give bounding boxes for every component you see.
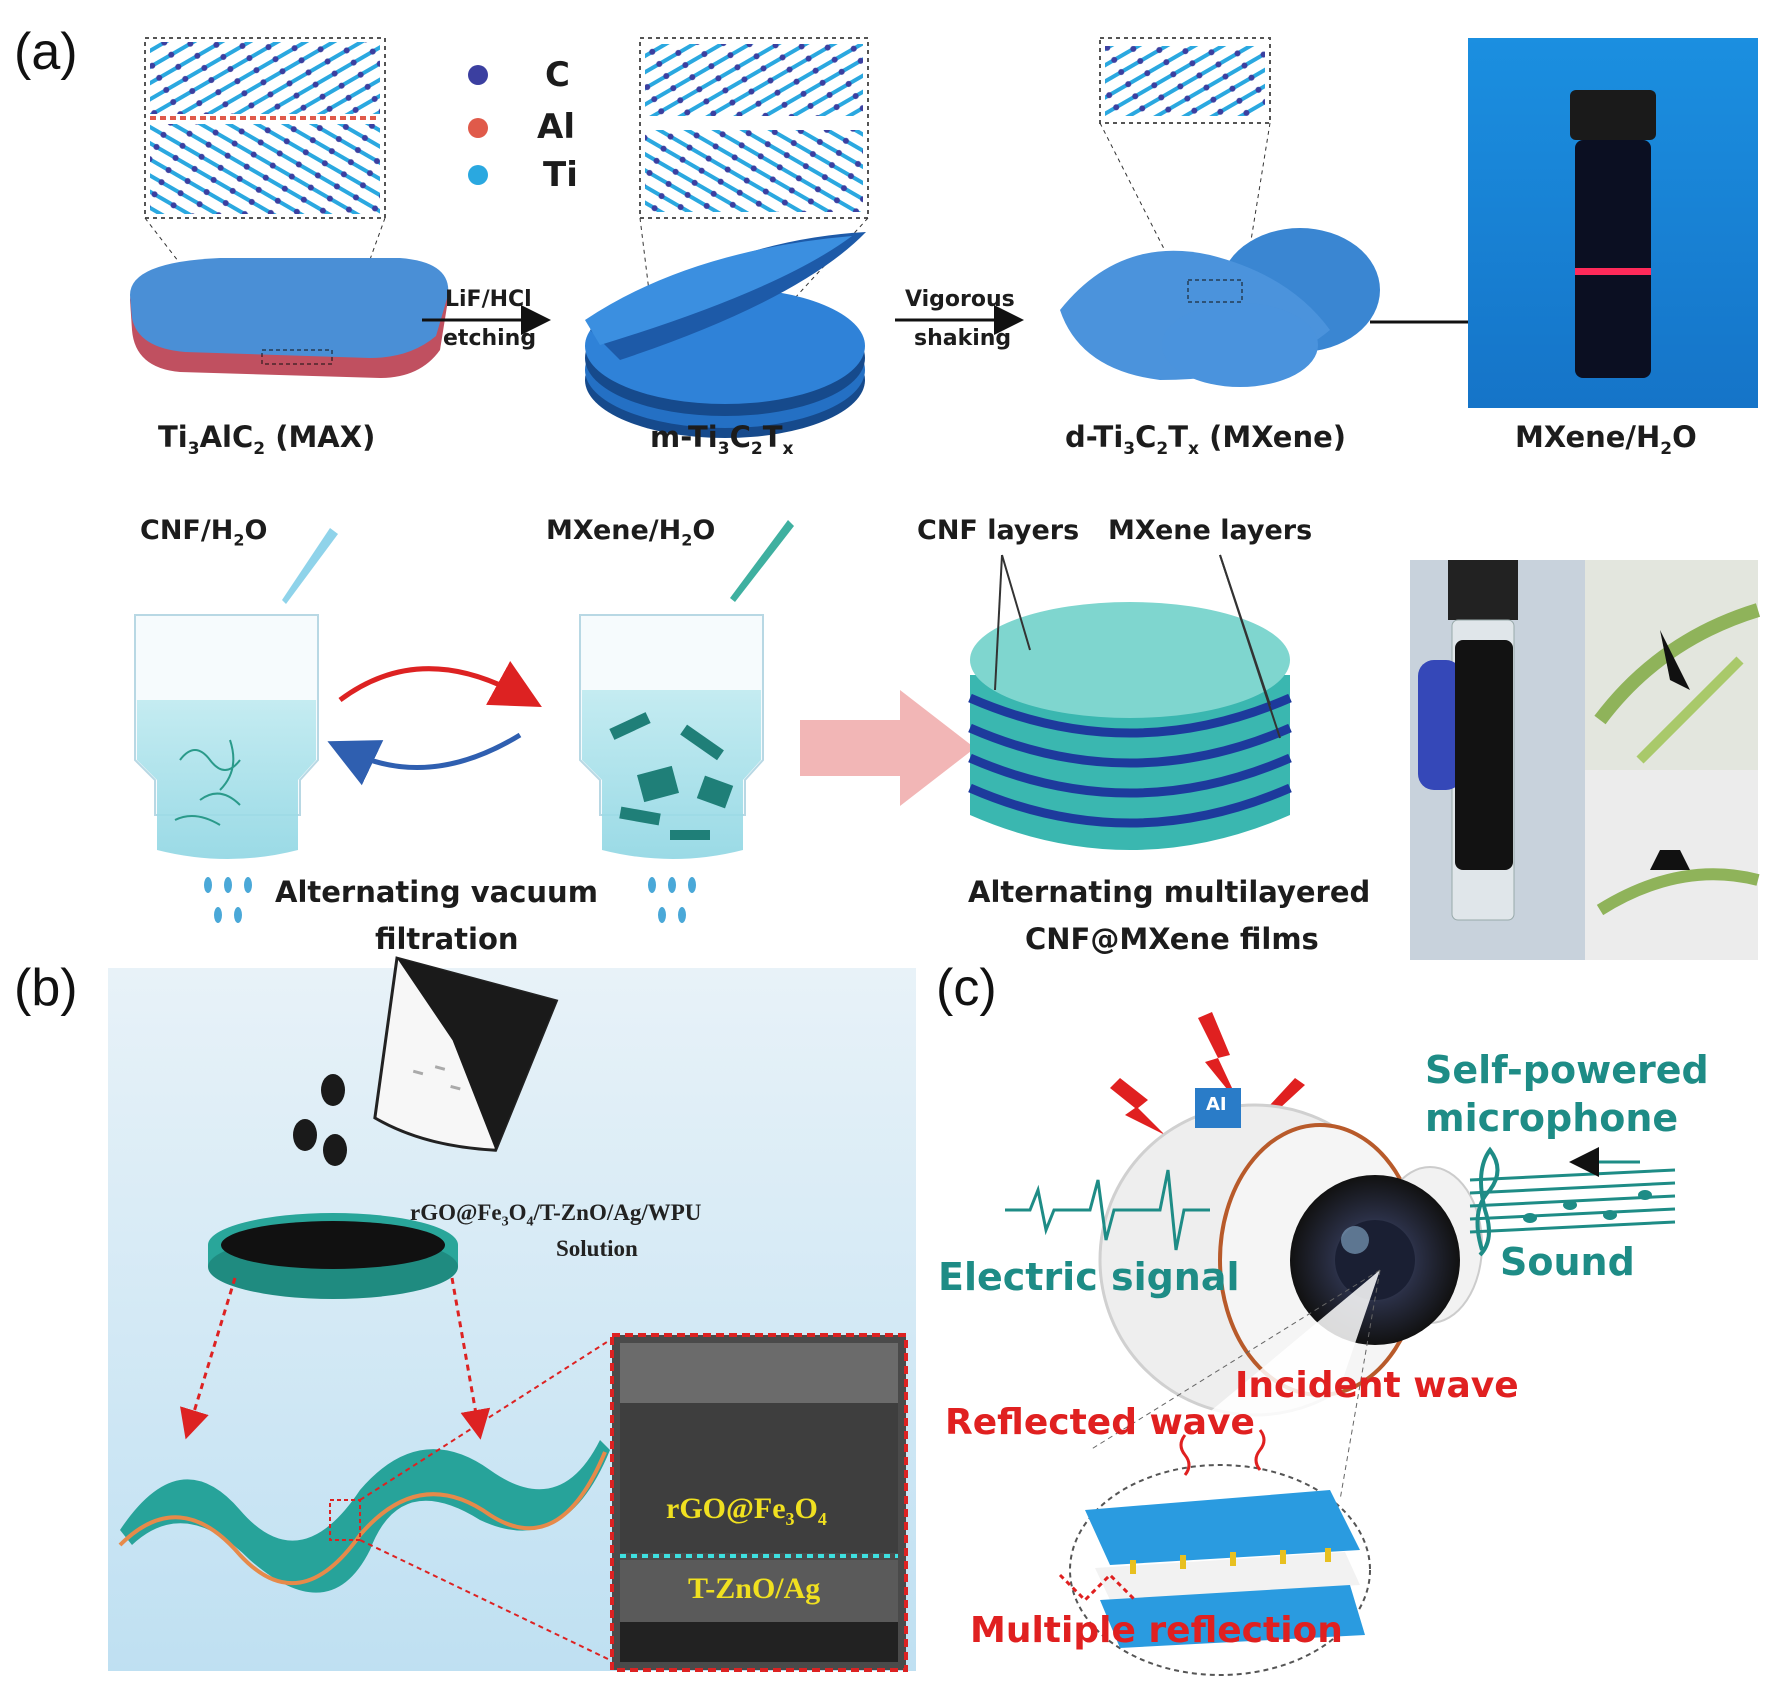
- mic-label-2: microphone: [1425, 1096, 1679, 1140]
- shaking-label-2: shaking: [914, 326, 1012, 351]
- m-mxene-stack: [585, 232, 866, 438]
- beaker: [373, 956, 559, 1152]
- sem-bottom-layer-label: T-ZnO/Ag: [688, 1572, 821, 1605]
- panel-a-label: (a): [14, 23, 78, 81]
- music-notes: [1523, 1190, 1652, 1223]
- forward-cycle-arrow: [338, 661, 542, 708]
- panel-b-label: (b): [14, 959, 78, 1017]
- films-label-2: CNF@MXene films: [1025, 922, 1319, 956]
- mxene-drops: [648, 877, 696, 923]
- mxene-water-label: MXene/H2O: [546, 515, 716, 550]
- incident-wave-label: Incident wave: [1235, 1365, 1519, 1406]
- d-mxene-crystal-inset: [1099, 37, 1271, 297]
- multiple-reflection-label: Multiple reflection: [970, 1610, 1343, 1651]
- petri-dish: [208, 1213, 458, 1299]
- films-label-1: Alternating multilayered: [968, 875, 1371, 909]
- cnf-drops: [204, 877, 252, 923]
- panel-c-graphics: [1005, 1012, 1676, 1676]
- film-photo-collage: [1410, 560, 1761, 960]
- mxene-funnel: [579, 614, 764, 859]
- m-mxene-label: m-Ti3C2Tx: [650, 420, 794, 459]
- ai-chip-label: AI: [1206, 1094, 1227, 1115]
- legend-al-dot: [468, 118, 488, 138]
- filtration-label-2: filtration: [375, 922, 519, 956]
- backward-cycle-arrow: [327, 732, 522, 786]
- panel-b-graphics: [108, 956, 916, 1672]
- sem-top-layer-label: rGO@Fe3O4: [666, 1492, 827, 1529]
- sem-cross-section: [610, 1333, 908, 1672]
- d-mxene-flakes: [1060, 228, 1380, 387]
- etching-label-1: LiF/HCl: [445, 287, 532, 312]
- legend-c-label: C: [545, 55, 570, 95]
- spark-icon: [1198, 1012, 1240, 1105]
- etching-label-2: etching: [443, 326, 537, 351]
- filtration-label-1: Alternating vacuum: [275, 875, 598, 909]
- panel-c-label: (c): [936, 959, 997, 1017]
- mxene-vial-photo: [1468, 38, 1758, 408]
- falling-drop: [321, 1074, 345, 1106]
- legend-ti-dot: [468, 165, 488, 185]
- reflected-wave-label: Reflected wave: [945, 1402, 1255, 1443]
- process-arrow: [800, 690, 975, 806]
- max-label: Ti3AlC2 (MAX): [158, 420, 376, 459]
- mic-label-1: Self-powered: [1425, 1048, 1709, 1092]
- shaking-label-1: Vigorous: [905, 287, 1015, 312]
- legend-al-label: Al: [537, 107, 575, 147]
- d-mxene-label: d-Ti3C2Tx (MXene): [1065, 420, 1347, 459]
- solution-label-1: rGO@Fe3O4/T-ZnO/Ag/WPU: [410, 1200, 702, 1230]
- m-mxene-crystal-inset: [639, 37, 869, 381]
- ai-chip: [1195, 1088, 1241, 1128]
- cnf-layers-label: CNF layers: [917, 515, 1080, 546]
- cnf-pipette: [282, 528, 338, 604]
- falling-drop: [293, 1119, 317, 1151]
- treble-clef-icon: [1475, 1146, 1500, 1257]
- mxene-pipette: [730, 520, 794, 602]
- max-crystal-inset: [144, 37, 386, 371]
- falling-drop: [323, 1134, 347, 1166]
- composite-film: [120, 1440, 610, 1593]
- legend-ti-label: Ti: [543, 155, 578, 195]
- sound-label: Sound: [1500, 1240, 1635, 1284]
- electric-signal-label: Electric signal: [938, 1255, 1240, 1299]
- max-block: [130, 258, 449, 378]
- spark-icon: [1110, 1078, 1165, 1135]
- electric-signal-wave: [1005, 1169, 1210, 1251]
- legend-c-dot: [468, 65, 488, 85]
- mxene-layers-label: MXene layers: [1108, 515, 1313, 546]
- solution-label-2: Solution: [556, 1236, 638, 1261]
- multilayer-film: [968, 554, 1292, 850]
- cnf-water-label: CNF/H2O: [140, 515, 268, 550]
- cnf-funnel: [134, 614, 319, 859]
- mxene-solution-label: MXene/H2O: [1515, 420, 1697, 459]
